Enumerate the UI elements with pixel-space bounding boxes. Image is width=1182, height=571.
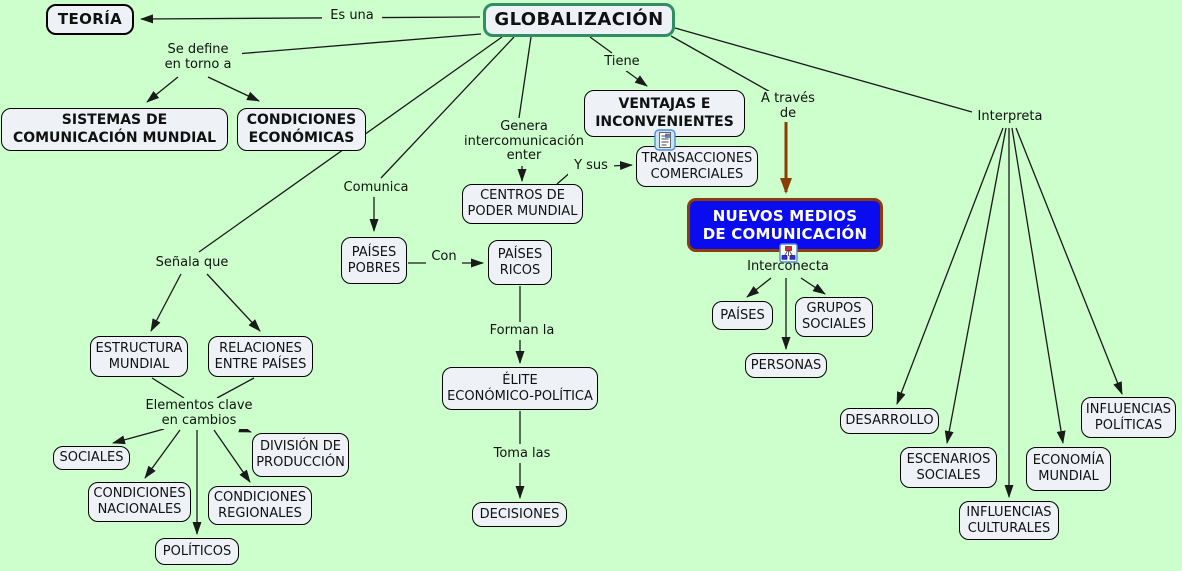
phrase-es-una[interactable]: Es una	[322, 8, 382, 25]
edge-interconecta-grupos	[800, 277, 826, 295]
edge-se-define-sistemas	[146, 76, 179, 103]
edge-interpreta-economia	[1011, 127, 1066, 444]
phrase-senala-que[interactable]: Señala que	[150, 255, 234, 272]
node-sistemas-comunicacion-mundial[interactable]: SISTEMAS DE COMUNICACIÓN MUNDIAL	[1, 108, 228, 151]
edge-globalizacion-a-traves	[670, 35, 773, 94]
edge-globalizacion-interpreta	[674, 27, 973, 113]
node-elite-economico-politica[interactable]: ÉLITE ECONÓMICO-POLÍTICA	[442, 367, 598, 410]
phrase-elementos-clave[interactable]: Elementos clave en cambios	[139, 398, 259, 430]
node-desarrollo[interactable]: DESARROLLO	[840, 408, 939, 434]
edge-elementos-sociales	[112, 428, 165, 445]
node-division-de-produccion[interactable]: DIVISIÓN DE PRODUCCIÓN	[252, 433, 349, 477]
phrase-genera-intercomunicacion[interactable]: Genera intercomunicación enter	[457, 119, 591, 166]
node-ventajas-inconvenientes[interactable]: VENTAJAS E INCONVENIENTES	[584, 90, 745, 137]
phrase-con[interactable]: Con	[426, 249, 462, 266]
node-personas[interactable]: PERSONAS	[745, 353, 827, 378]
phrase-forman-la[interactable]: Forman la	[484, 323, 560, 340]
node-escenarios-sociales[interactable]: ESCENARIOS SOCIALES	[900, 447, 997, 488]
edge-globalizacion-genera	[518, 36, 532, 119]
edge-senala-relaciones	[206, 273, 261, 332]
node-transacciones-comerciales[interactable]: TRANSACCIONES COMERCIALES	[636, 146, 758, 187]
node-condiciones-economicas[interactable]: CONDICIONES ECONÓMICAS	[237, 108, 366, 151]
phrase-a-traves-de[interactable]: A través de	[749, 91, 827, 123]
edge-es-una-teoria	[140, 14, 481, 24]
node-economia-mundial[interactable]: ECONOMÍA MUNDIAL	[1026, 447, 1111, 491]
edge-elementos-regionales	[213, 429, 251, 483]
document-resource-icon[interactable]	[654, 129, 676, 151]
node-globalizacion[interactable]: GLOBALIZACIÓN	[483, 3, 675, 37]
edge-interpreta-politicas	[1015, 127, 1123, 395]
node-politicos[interactable]: POLÍTICOS	[155, 538, 239, 565]
phrase-tiene[interactable]: Tiene	[594, 54, 650, 71]
node-influencias-culturales[interactable]: INFLUENCIAS CULTURALES	[959, 501, 1059, 540]
phrase-se-define-en-torno-a[interactable]: Se define en torno a	[154, 42, 242, 74]
node-paises-pobres[interactable]: PAÍSES POBRES	[341, 237, 407, 284]
edge-tiene-ventajas	[624, 69, 648, 87]
edge-globalizacion-tiene	[589, 36, 613, 54]
edge-globalizacion-se-define	[235, 33, 482, 55]
phrase-interpreta[interactable]: Interpreta	[973, 109, 1047, 126]
phrase-toma-las[interactable]: Toma las	[489, 446, 555, 463]
concept-map-resource-icon[interactable]	[779, 243, 798, 263]
phrase-interconecta[interactable]: Interconecta	[741, 259, 835, 276]
edge-estructura-elementos	[151, 377, 185, 399]
node-relaciones-entre-paises[interactable]: RELACIONES ENTRE PAÍSES	[208, 336, 313, 377]
phrase-comunica[interactable]: Comunica	[338, 180, 414, 197]
edge-globalizacion-comunica	[380, 36, 515, 179]
node-teoria[interactable]: TEORÍA	[46, 4, 134, 35]
node-condiciones-regionales[interactable]: CONDICIONES REGIONALES	[208, 486, 312, 525]
phrase-y-sus[interactable]: Y sus	[568, 158, 614, 175]
node-centros-poder-mundial[interactable]: CENTROS DE PODER MUNDIAL	[462, 184, 583, 224]
node-grupos-sociales[interactable]: GRUPOS SOCIALES	[795, 297, 873, 337]
node-sociales[interactable]: SOCIALES	[53, 446, 130, 470]
edge-elementos-nacionales	[144, 429, 181, 479]
edge-senala-estructura	[150, 273, 182, 332]
edge-interconecta-paises	[746, 277, 772, 298]
edge-se-define-condiciones	[207, 76, 260, 102]
node-decisiones[interactable]: DECISIONES	[472, 502, 567, 527]
node-condiciones-nacionales[interactable]: CONDICIONES NACIONALES	[88, 482, 191, 522]
node-estructura-mundial[interactable]: ESTRUCTURA MUNDIAL	[90, 336, 188, 377]
node-paises[interactable]: PAÍSES	[712, 301, 773, 330]
node-paises-ricos[interactable]: PAÍSES RICOS	[488, 240, 552, 285]
edge-relaciones-elementos	[216, 377, 255, 399]
edge-interpreta-escenarios	[944, 127, 1007, 444]
edge-interpreta-desarrollo	[896, 127, 1004, 405]
node-influencias-politicas[interactable]: INFLUENCIAS POLÍTICAS	[1081, 397, 1176, 438]
